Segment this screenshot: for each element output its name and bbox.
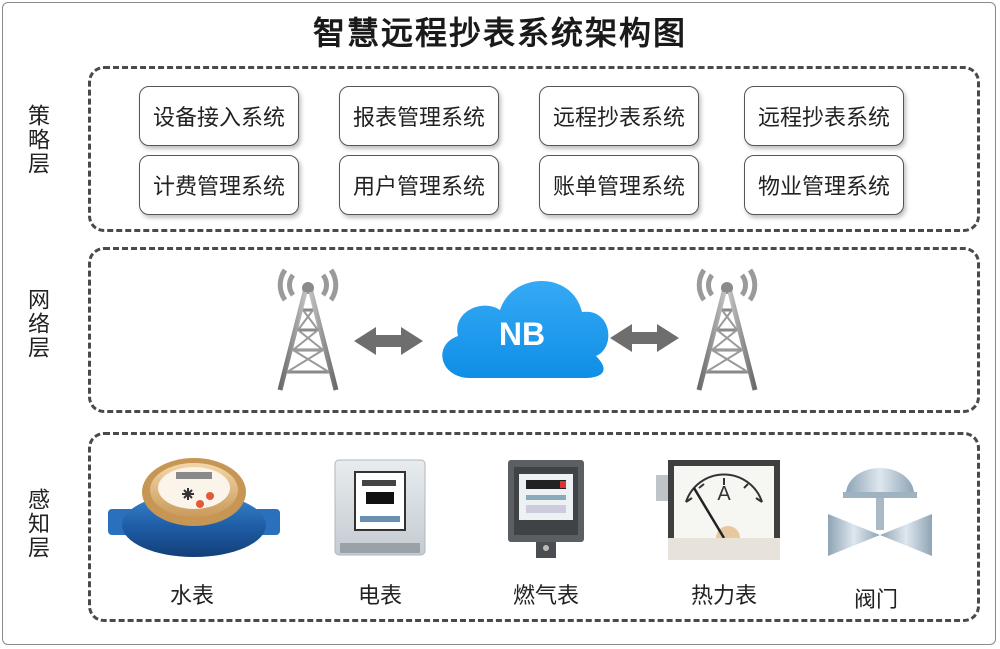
gas-meter-icon: [508, 460, 584, 558]
strategy-layer-label: 策略层: [24, 104, 49, 176]
system-box-remote-reading-1: 远程抄表系统: [539, 86, 699, 146]
left-double-arrow-icon: [354, 327, 423, 355]
device-label-electric-meter: 电表: [357, 584, 402, 609]
diagram-title: 智慧远程抄表系统架构图: [312, 14, 687, 52]
device-label-valve: 阀门: [853, 588, 898, 613]
device-label-water-meter: 水表: [169, 584, 214, 609]
cloud-label: NB: [498, 316, 546, 352]
left-tower-icon: [277, 268, 339, 391]
system-box-device-access: 设备接入系统: [139, 86, 299, 146]
water-meter-icon: [108, 458, 280, 557]
device-label-gas-meter: 燃气表: [512, 584, 579, 609]
heat-meter-gauge-letter: A: [717, 483, 731, 505]
strategy-layer: [88, 66, 980, 232]
heat-meter-icon: [656, 460, 780, 560]
right-double-arrow-icon: [610, 324, 679, 352]
system-box-billing-mgmt: 计费管理系统: [139, 155, 299, 215]
system-box-remote-reading-2: 远程抄表系统: [744, 86, 904, 146]
network-layer-label: 网络层: [24, 288, 49, 360]
perception-layer-label: 感知层: [24, 488, 49, 560]
valve-icon: [828, 468, 932, 556]
system-box-report-mgmt: 报表管理系统: [339, 86, 499, 146]
nb-cloud-icon: [442, 281, 609, 378]
system-box-property-mgmt: 物业管理系统: [744, 155, 904, 215]
perception-layer: [88, 432, 980, 622]
system-box-bill-mgmt: 账单管理系统: [539, 155, 699, 215]
right-tower-icon: [696, 268, 758, 391]
device-label-heat-meter: 热力表: [690, 584, 757, 609]
system-box-user-mgmt: 用户管理系统: [339, 155, 499, 215]
network-layer: [88, 247, 980, 413]
electric-meter-icon: [334, 459, 426, 556]
